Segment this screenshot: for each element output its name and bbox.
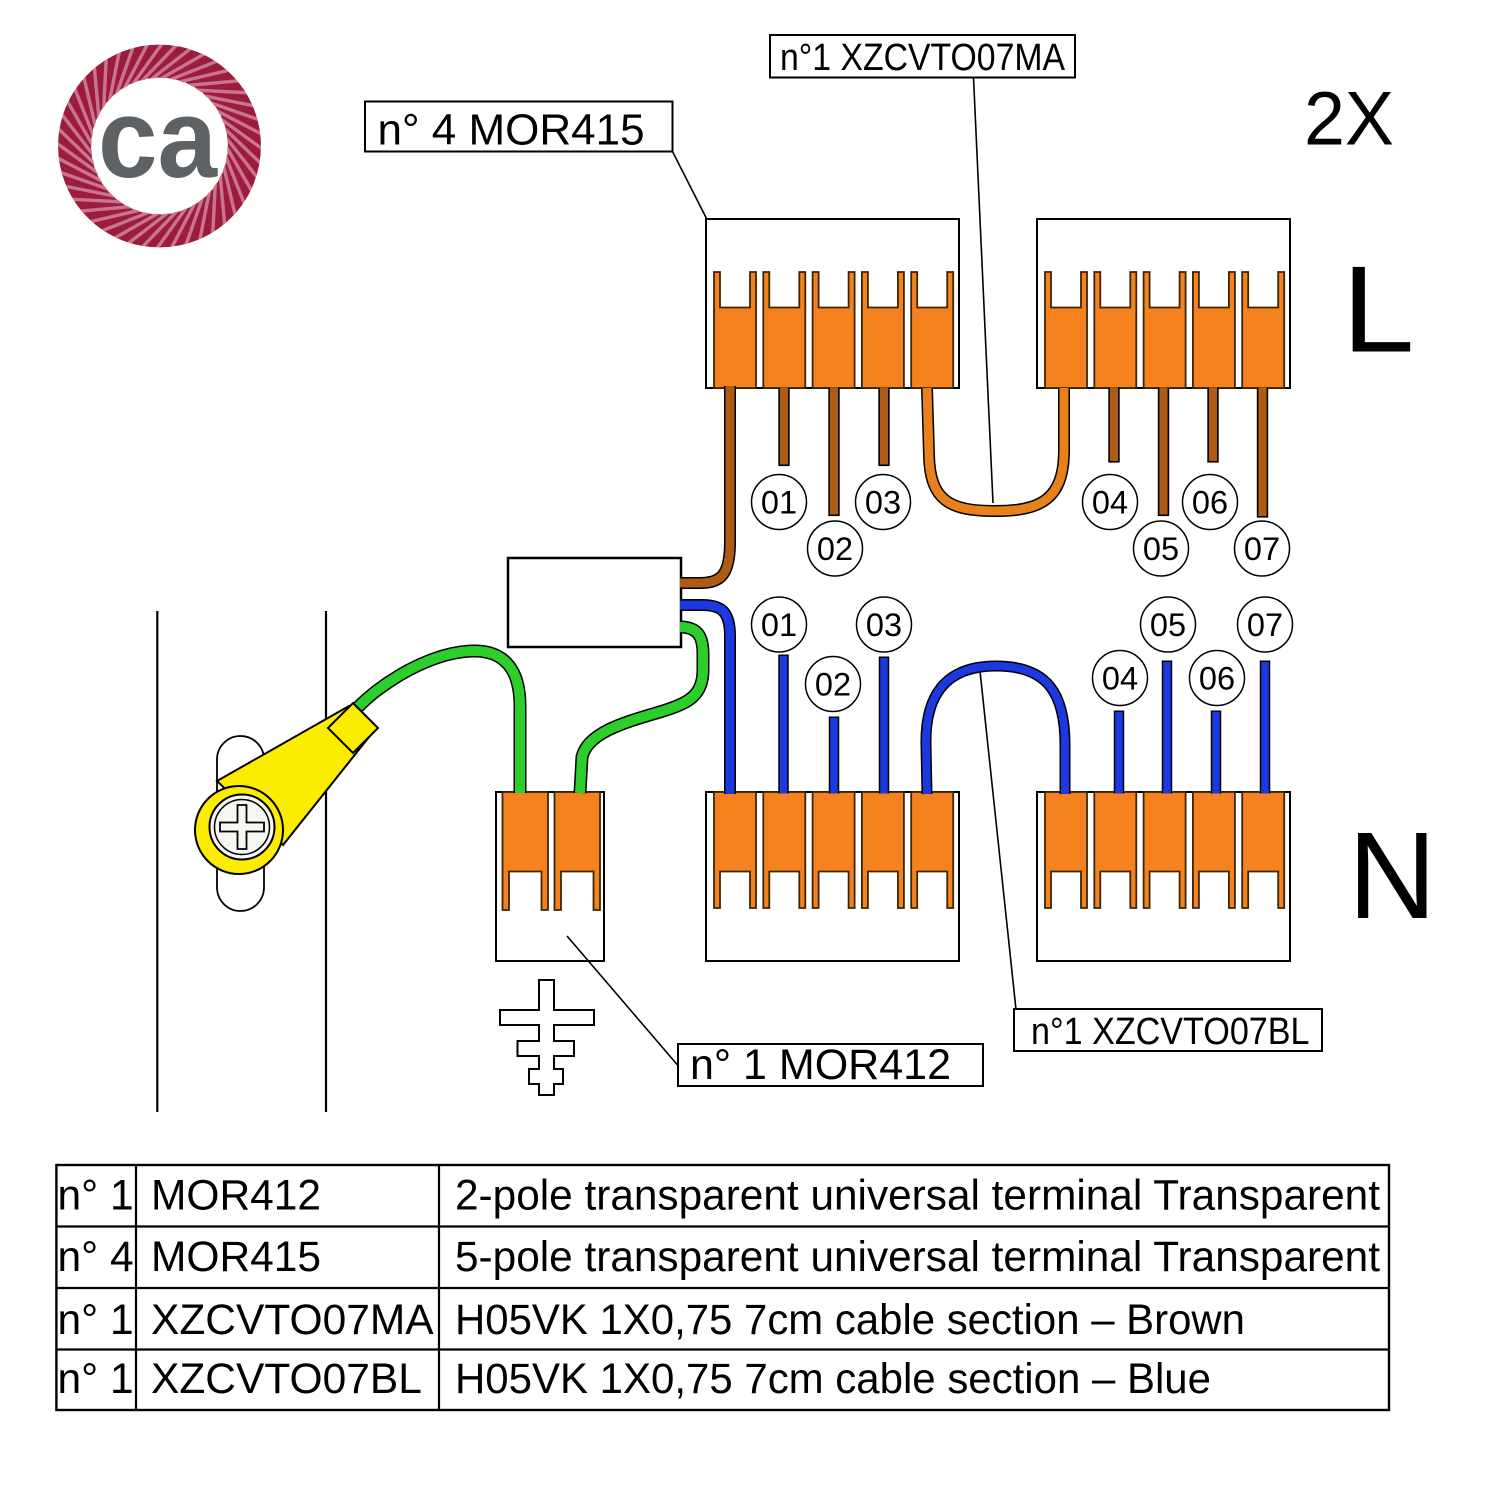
svg-text:n° 1: n° 1	[58, 1356, 134, 1403]
svg-text:03: 03	[865, 484, 901, 520]
svg-text:2X: 2X	[1304, 77, 1394, 162]
svg-text:03: 03	[866, 607, 902, 643]
svg-text:05: 05	[1150, 607, 1186, 643]
svg-text:N: N	[1348, 808, 1437, 945]
svg-text:05: 05	[1143, 531, 1179, 567]
svg-text:n° 1: n° 1	[58, 1297, 134, 1344]
svg-text:07: 07	[1244, 531, 1280, 567]
svg-text:ca: ca	[98, 76, 218, 201]
svg-text:01: 01	[761, 607, 797, 643]
svg-text:n° 4: n° 4	[58, 1234, 134, 1281]
svg-text:n°1 XZCVTO07BL: n°1 XZCVTO07BL	[1031, 1011, 1310, 1053]
svg-text:n°1 XZCVTO07MA: n°1 XZCVTO07MA	[780, 37, 1066, 79]
svg-text:07: 07	[1247, 607, 1283, 643]
svg-text:5-pole transparent universal t: 5-pole transparent universal terminal Tr…	[455, 1234, 1380, 1281]
svg-text:02: 02	[817, 531, 853, 567]
svg-text:XZCVTO07BL: XZCVTO07BL	[151, 1356, 422, 1403]
svg-text:MOR412: MOR412	[151, 1173, 321, 1220]
svg-text:MOR415: MOR415	[151, 1234, 321, 1281]
svg-text:L: L	[1342, 242, 1415, 379]
svg-text:XZCVTO07MA: XZCVTO07MA	[151, 1297, 434, 1344]
svg-text:2-pole transparent universal t: 2-pole transparent universal terminal Tr…	[455, 1173, 1380, 1220]
svg-text:06: 06	[1199, 660, 1235, 696]
svg-text:02: 02	[815, 666, 851, 702]
svg-text:n° 4 MOR415: n° 4 MOR415	[378, 106, 645, 155]
svg-text:H05VK 1X0,75 7cm cable section: H05VK 1X0,75 7cm cable section – Brown	[455, 1297, 1245, 1344]
svg-text:01: 01	[761, 484, 797, 520]
svg-text:H05VK 1X0,75 7cm cable section: H05VK 1X0,75 7cm cable section – Blue	[455, 1356, 1211, 1403]
svg-text:04: 04	[1092, 484, 1128, 520]
svg-text:n° 1 MOR412: n° 1 MOR412	[690, 1041, 951, 1089]
svg-text:n° 1: n° 1	[58, 1173, 134, 1220]
svg-text:06: 06	[1192, 484, 1228, 520]
svg-text:04: 04	[1102, 660, 1138, 696]
